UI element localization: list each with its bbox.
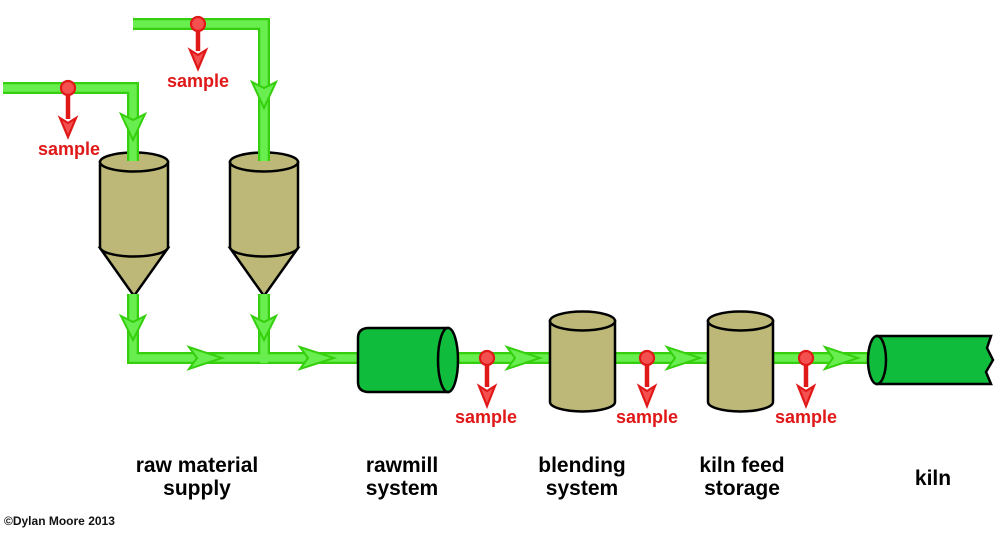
- label-blending-system-line2: system: [546, 477, 618, 500]
- hopper-1-body: [98, 160, 170, 258]
- blending-tank-body: [548, 319, 617, 413]
- flow-arrows: [118, 79, 862, 371]
- kiln-feed-storage-tank: [706, 310, 775, 413]
- sample-5-tap-dot: [797, 349, 815, 367]
- copyright-text: ©Dylan Moore 2013: [4, 514, 115, 528]
- sample-point-1: sample: [38, 79, 100, 159]
- sample-2-arrow-icon: [187, 47, 209, 72]
- sample-4-arrow-icon: [636, 383, 658, 409]
- sample-5-arrow-icon: [795, 383, 817, 409]
- right-arrow-icon: [186, 345, 226, 371]
- sample-5-label: sample: [775, 407, 837, 427]
- label-raw-material-supply-line2: supply: [163, 477, 231, 500]
- kiln-end-cap: [866, 334, 888, 386]
- sample-point-5: sample: [775, 349, 837, 427]
- down-arrow-icon: [249, 79, 279, 111]
- sample-point-4: sample: [616, 349, 678, 427]
- storage-tank-body: [706, 319, 775, 413]
- label-rawmill-system-line1: rawmill: [366, 454, 438, 477]
- sample-3-label: sample: [455, 407, 517, 427]
- sample-3-arrow-icon: [476, 383, 498, 409]
- down-arrow-icon: [249, 313, 279, 343]
- feed-pipe-2: [133, 20, 268, 161]
- label-kiln: kiln: [915, 467, 951, 490]
- sample-4-tap-dot: [638, 349, 656, 367]
- down-arrow-icon: [118, 313, 148, 343]
- stage-labels: raw material supply rawmill system blend…: [136, 454, 951, 500]
- right-arrow-icon: [822, 345, 862, 371]
- rawmill-machine: [356, 326, 460, 394]
- kiln-machine: [866, 334, 995, 386]
- right-arrow-icon: [504, 345, 544, 371]
- sample-point-3: sample: [455, 349, 517, 427]
- label-kiln-feed-storage-line1: kiln feed: [699, 454, 784, 477]
- sample-1-label: sample: [38, 139, 100, 159]
- right-arrow-icon: [664, 345, 704, 371]
- down-arrow-icon: [118, 111, 148, 143]
- sample-4-label: sample: [616, 407, 678, 427]
- blending-tank-top-rim: [548, 310, 617, 332]
- main-pipe: [129, 294, 880, 362]
- label-rawmill-system-line2: system: [366, 477, 438, 500]
- rawmill-body: [356, 326, 450, 394]
- hopper-2: [227, 151, 301, 299]
- sample-2-label: sample: [167, 71, 229, 91]
- kiln-body: [875, 334, 995, 386]
- sample-2-tap-dot: [189, 15, 207, 33]
- hopper-1: [97, 151, 171, 299]
- right-arrow-icon: [297, 345, 338, 371]
- hopper-2-body: [228, 160, 300, 258]
- rawmill-end-cap: [436, 326, 460, 394]
- sample-1-tap-dot: [59, 79, 77, 97]
- label-kiln-feed-storage-line2: storage: [704, 477, 780, 500]
- label-blending-system-line1: blending: [538, 454, 626, 477]
- storage-tank-top-rim: [706, 310, 775, 332]
- sample-3-tap-dot: [478, 349, 496, 367]
- label-raw-material-supply-line1: raw material: [136, 454, 259, 477]
- sample-1-arrow-icon: [57, 115, 79, 140]
- sample-point-2: sample: [167, 15, 229, 91]
- blending-tank: [548, 310, 617, 413]
